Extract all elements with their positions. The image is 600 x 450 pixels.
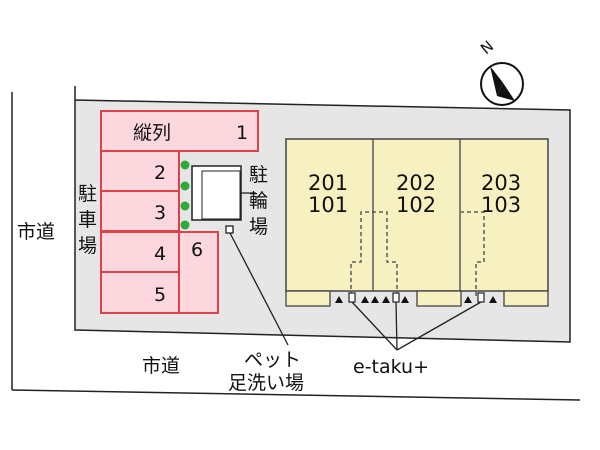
parking-space-2-number: 2 bbox=[154, 162, 166, 184]
north-arrow-icon bbox=[480, 62, 524, 106]
north-label: N bbox=[477, 37, 497, 58]
entrance-triangle-icon bbox=[335, 296, 497, 303]
parking-area bbox=[100, 110, 259, 314]
bottom-road-edge bbox=[11, 389, 581, 401]
parking-space-3-number: 3 bbox=[154, 202, 166, 224]
step-3 bbox=[503, 290, 549, 307]
delivery-box-1 bbox=[348, 292, 356, 303]
parking-label-char-3: 場 bbox=[78, 235, 97, 257]
pet-wash-leader bbox=[229, 232, 289, 346]
parking-space-1-label: 縦列 bbox=[133, 122, 171, 144]
city-road-bottom-label: 市道 bbox=[142, 355, 180, 377]
bicycle-parking-char-3: 場 bbox=[249, 216, 268, 238]
parking-label-char-2: 車 bbox=[78, 209, 97, 231]
building bbox=[285, 138, 549, 307]
city-road-left-label: 市道 bbox=[17, 221, 55, 243]
unit-201: 201 bbox=[308, 171, 348, 195]
parking-space-6 bbox=[178, 231, 219, 314]
parking-label-char-1: 駐 bbox=[78, 183, 97, 205]
step-2 bbox=[416, 290, 462, 307]
parking-space-1-number: 1 bbox=[236, 122, 248, 144]
parking-space-2 bbox=[100, 150, 180, 192]
parking-space-6-number: 6 bbox=[191, 239, 203, 261]
step-1 bbox=[285, 290, 331, 307]
parking-space-5 bbox=[100, 271, 180, 314]
parking-space-3 bbox=[100, 190, 180, 232]
parking-space-4 bbox=[100, 231, 180, 273]
bicycle-parking-char-2: 輪 bbox=[249, 190, 268, 212]
unit-102-dashed bbox=[350, 211, 398, 296]
unit-203: 203 bbox=[481, 171, 521, 195]
delivery-leader-2 bbox=[395, 301, 398, 351]
unit-101: 101 bbox=[308, 193, 348, 217]
unit-202: 202 bbox=[396, 171, 436, 195]
delivery-box-label: e-taku+ bbox=[353, 356, 429, 378]
bicycle-parking bbox=[191, 165, 242, 221]
parking-space-5-number: 5 bbox=[154, 284, 166, 306]
shrub-icon bbox=[180, 160, 190, 230]
delivery-leader-3 bbox=[396, 301, 482, 351]
pet-wash-marker bbox=[225, 225, 234, 234]
unit-103-dashed bbox=[461, 211, 485, 296]
parking-space-4-number: 4 bbox=[154, 243, 166, 265]
bicycle-parking-char-1: 駐 bbox=[249, 164, 268, 186]
building-outline bbox=[285, 138, 549, 292]
pet-wash-label-line2: 足洗い場 bbox=[228, 372, 304, 394]
delivery-box-2 bbox=[392, 292, 400, 303]
parking-space-1 bbox=[100, 110, 259, 152]
delivery-leader-1 bbox=[351, 301, 398, 351]
unit-103: 103 bbox=[481, 193, 521, 217]
pet-wash-label-line1: ペット bbox=[244, 349, 301, 371]
unit-102: 102 bbox=[396, 193, 436, 217]
delivery-box-3 bbox=[477, 292, 485, 303]
bicycle-parking-inner bbox=[201, 170, 241, 220]
